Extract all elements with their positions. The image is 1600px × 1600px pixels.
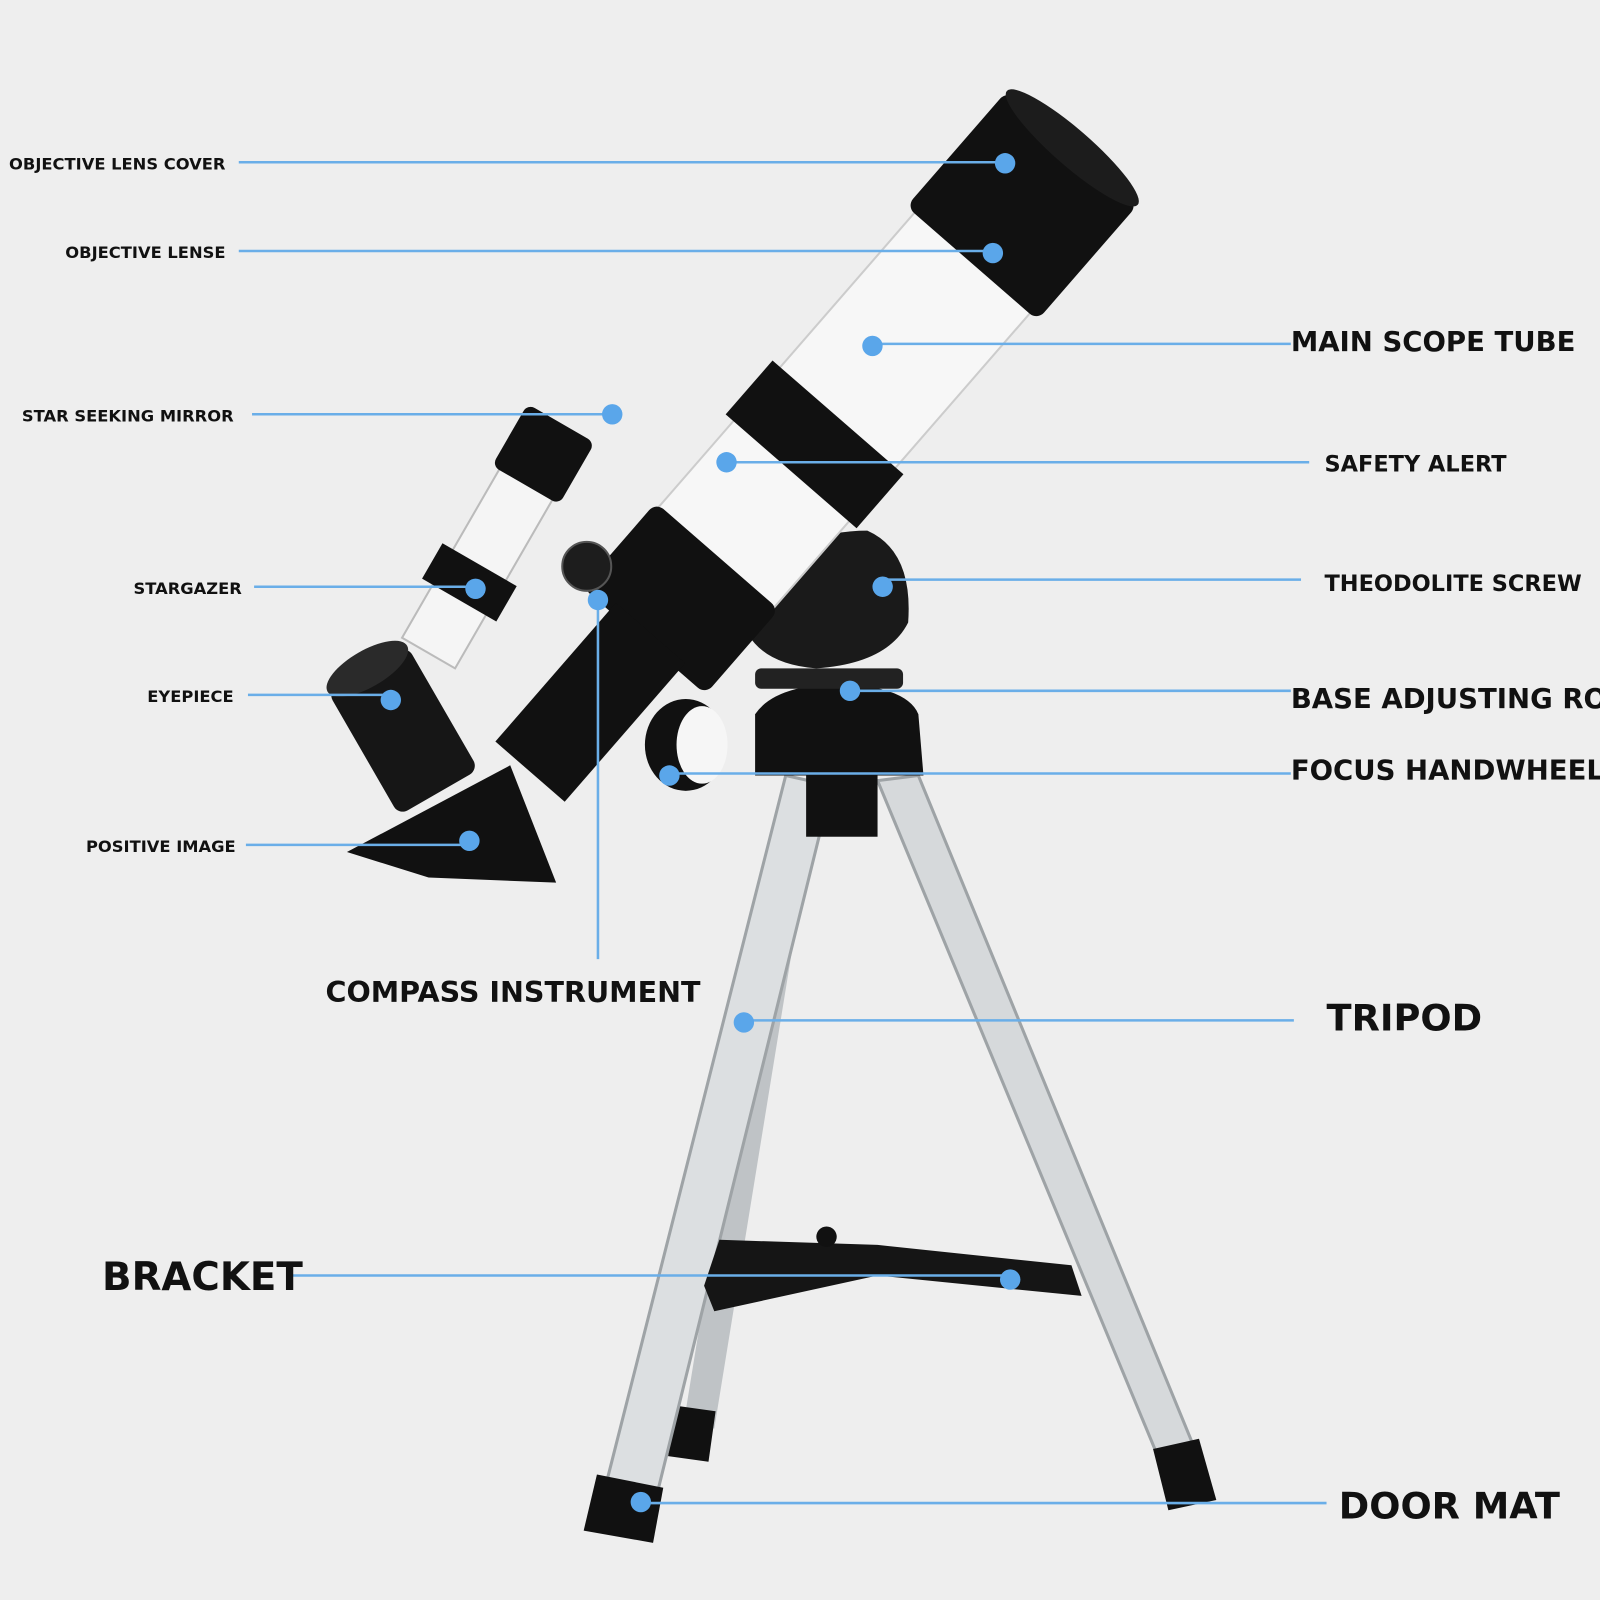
callout-dot [630,1491,652,1513]
callouts: OBJECTIVE LENS COVER OBJECTIVE LENSE STAR … [9,153,1600,1527]
callout-dot [602,404,623,425]
callout-dot [465,578,486,599]
diagonal-mirror [346,765,557,883]
callout-base-adjusting-rod: BASE ADJUSTING ROD [839,680,1600,715]
callout-dot [587,589,609,611]
label-door-mat: DOOR MAT [1339,1484,1560,1527]
label-base-adjusting-rod: BASE ADJUSTING ROD [1291,683,1600,715]
callout-stargazer: STARGAZER [133,578,486,599]
label-safety-alert: SAFETY ALERT [1324,451,1507,477]
callout-dot [733,1012,755,1033]
callout-dot [1000,1269,1021,1290]
callout-bracket: BRACKET [102,1255,1021,1300]
label-focus-handwheel: FOCUS HANDWHEEL [1291,755,1600,787]
callout-eyepiece: EYEPIECE [147,687,402,711]
callout-dot [716,452,737,473]
callout-theodolite-screw: THEODOLITE SCREW [872,571,1582,597]
callout-dot [659,765,680,786]
label-bracket: BRACKET [102,1255,303,1300]
callout-dot [982,242,1004,264]
left-leg-foot [583,1474,664,1543]
callout-dot [380,689,402,711]
label-positive-image: POSITIVE IMAGE [86,837,236,856]
callout-dot [872,576,893,597]
tripod-right-leg [875,773,1202,1472]
callout-dot [862,335,883,357]
telescope-illustration [326,89,1217,1543]
label-eyepiece: EYEPIECE [147,687,233,706]
callout-main-scope-tube: MAIN SCOPE TUBE [862,326,1575,358]
callout-focus-handwheel: FOCUS HANDWHEEL [659,755,1600,787]
callout-compass-instrument: COMPASS INSTRUMENT [326,589,701,1009]
label-objective-lense: OBJECTIVE LENSE [65,243,225,262]
label-theodolite-screw: THEODOLITE SCREW [1324,571,1582,597]
label-stargazer: STARGAZER [133,579,242,598]
dew-shield [910,95,1134,317]
label-objective-lens-cover: OBJECTIVE LENS COVER [9,154,226,173]
callout-dot [994,153,1016,174]
right-leg-foot [1153,1438,1217,1511]
callout-objective-lens-cover: OBJECTIVE LENS COVER [9,153,1016,174]
callout-dot [459,830,480,852]
callout-tripod: TRIPOD [733,997,1483,1040]
label-main-scope-tube: MAIN SCOPE TUBE [1291,326,1576,358]
mount-head [755,683,924,776]
callout-objective-lense: OBJECTIVE LENSE [65,242,1004,264]
callout-dot [839,680,861,702]
label-tripod: TRIPOD [1327,997,1483,1040]
callout-safety-alert: SAFETY ALERT [716,451,1507,477]
label-star-seeking-mirror: STAR SEEKING MIRROR [22,406,234,425]
lens-cover-end [1005,89,1139,207]
callout-door-mat: DOOR MAT [630,1484,1560,1527]
callout-star-seeking-mirror: STAR SEEKING MIRROR [22,404,623,425]
label-compass-instrument: COMPASS INSTRUMENT [326,975,701,1009]
callout-positive-image: POSITIVE IMAGE [86,830,480,856]
eyepiece-barrel [331,649,475,812]
compass [561,540,613,592]
back-leg-foot [668,1405,716,1462]
